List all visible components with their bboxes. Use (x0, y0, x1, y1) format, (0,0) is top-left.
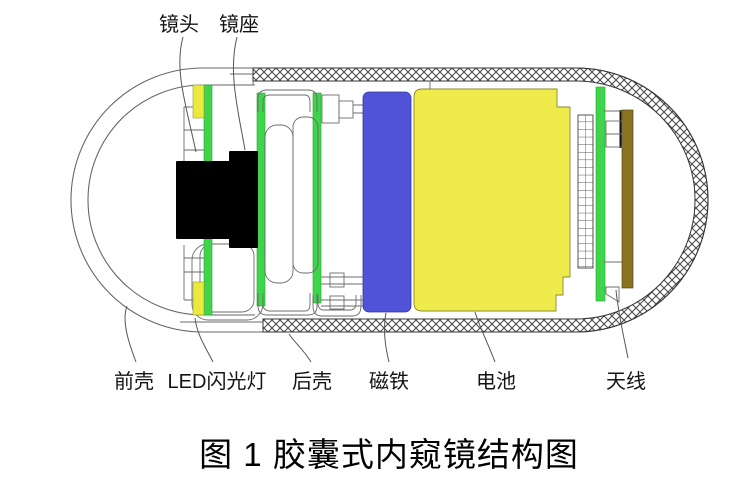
label-battery: 电池 (476, 370, 516, 393)
lens-housing-lines-top (183, 106, 212, 162)
antenna-connectors (604, 110, 623, 303)
spring-connector-grid (577, 114, 594, 269)
label-lens-mount: 镜座 (219, 13, 259, 36)
leader-line-lens-mount (232, 36, 246, 151)
rear-housing-support-1 (264, 124, 294, 284)
pcb-strip-mid-1 (256, 92, 266, 307)
front-shell-inner-outline (87, 84, 255, 316)
leader-line-antenna (615, 289, 629, 359)
label-led-flash: LED闪光灯 (168, 370, 267, 393)
rear-housing-arch-top (257, 89, 318, 112)
magnet-block (362, 91, 412, 313)
leader-line-magnet (384, 312, 390, 363)
rear-housing-support-2 (292, 116, 319, 274)
lens-housing-lines-bottom (183, 245, 212, 301)
pcb-strip-mid-2 (312, 92, 322, 304)
label-antenna: 天线 (606, 370, 646, 393)
leader-line-lens (179, 36, 197, 153)
connector-flange-top (321, 94, 363, 124)
rear-housing-arch-bottom (257, 293, 318, 316)
pcb-strip-rear (595, 86, 606, 302)
antenna-strip (621, 109, 634, 289)
label-rear-shell: 后壳 (292, 370, 332, 393)
label-magnet: 磁铁 (369, 370, 409, 393)
leader-line-rear-shell (288, 333, 312, 363)
figure-caption: 图 1 胶囊式内窥镜结构图 (199, 436, 579, 473)
led-strip-top (192, 84, 205, 119)
front-housing-round-inner (199, 243, 255, 313)
leader-line-led-flash (194, 317, 214, 363)
connector-flange-bottom-1 (321, 272, 363, 288)
connector-flange-bottom-2 (321, 295, 363, 310)
label-lens: 镜头 (159, 13, 199, 36)
leader-line-front-shell (124, 305, 137, 363)
leader-line-battery (474, 311, 496, 363)
rear-shell-hatch-band (252, 67, 709, 333)
camera-module (176, 151, 258, 248)
led-strip-bottom (192, 281, 205, 316)
label-front-shell: 前壳 (114, 370, 154, 393)
battery-block (413, 88, 571, 312)
